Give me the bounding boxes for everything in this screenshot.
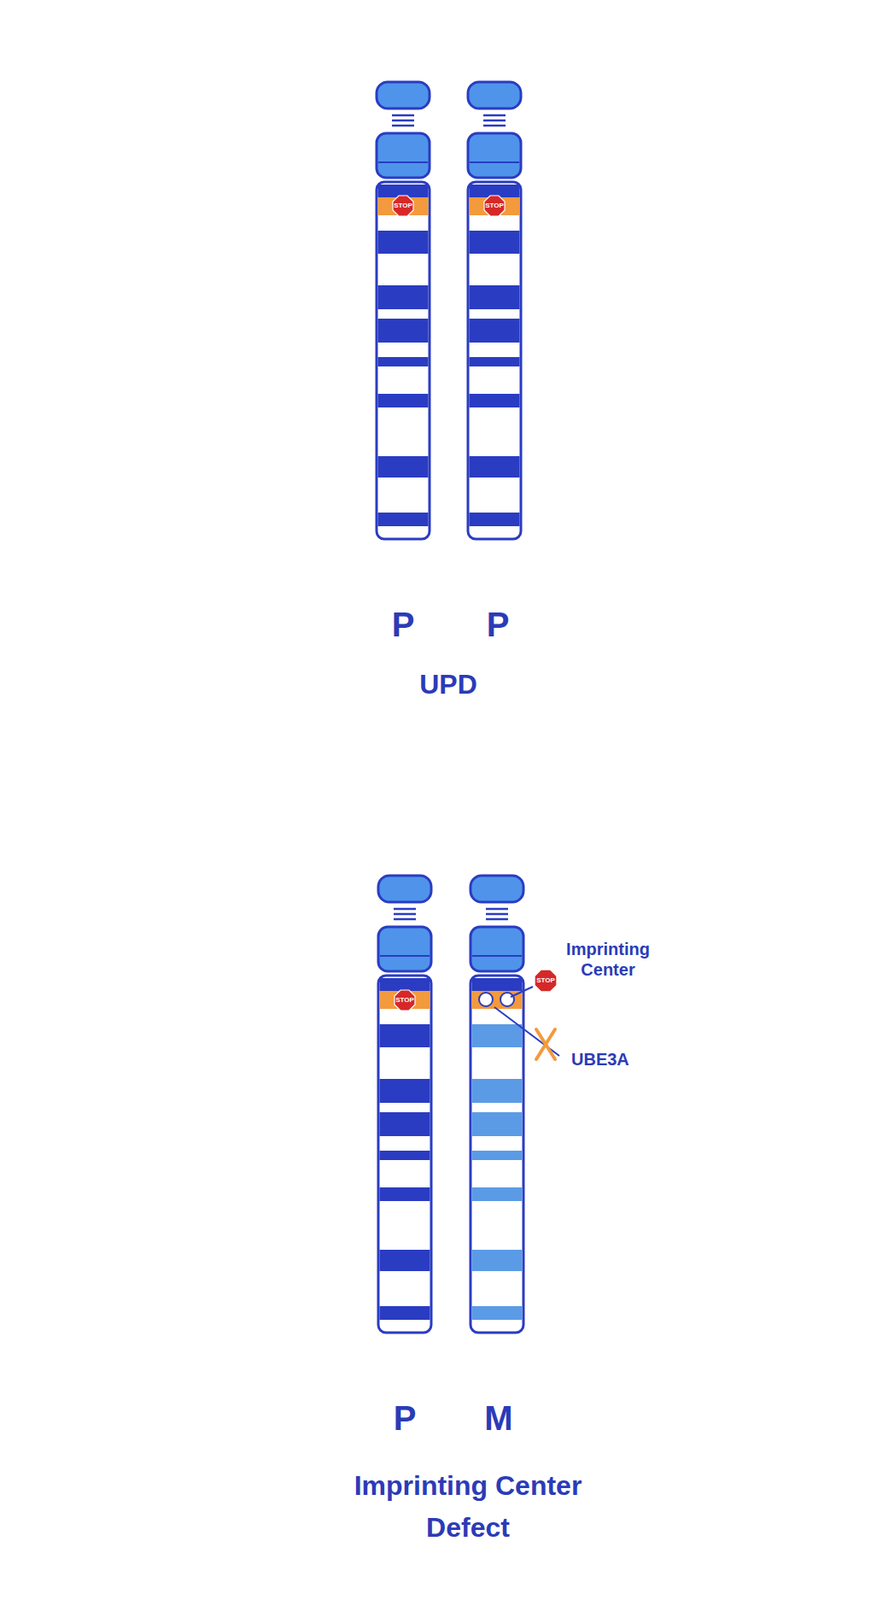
stop-sign: STOP — [532, 967, 559, 994]
stop-text: STOP — [482, 193, 507, 218]
band — [469, 285, 521, 310]
chromosome — [378, 875, 432, 1333]
arm-line — [472, 954, 522, 957]
satellite-stalk — [393, 912, 416, 916]
short-arm — [467, 133, 521, 178]
arm-line — [378, 161, 428, 164]
band — [378, 318, 429, 343]
satellite-stalk — [391, 114, 415, 117]
band — [378, 230, 429, 254]
parent-label: P — [393, 1397, 417, 1438]
satellite-stalk — [391, 119, 415, 123]
stop-sign: STOP — [391, 193, 416, 218]
satellite-stalk — [485, 912, 509, 916]
stop-text: STOP — [391, 193, 416, 218]
band — [378, 455, 429, 478]
satellite-stalk — [483, 119, 506, 123]
parent-label: M — [484, 1397, 513, 1438]
band — [472, 1249, 523, 1271]
band — [472, 1150, 523, 1160]
chromosome-cap — [376, 81, 430, 109]
long-arm — [467, 181, 521, 539]
satellite-stalk — [483, 124, 506, 128]
band — [469, 356, 521, 367]
band — [469, 393, 521, 408]
band — [379, 1249, 431, 1271]
band — [472, 1305, 523, 1320]
band — [378, 285, 429, 310]
leader-line — [510, 986, 533, 997]
band — [379, 1186, 431, 1201]
stop-text: STOP — [532, 967, 559, 994]
stop-sign: STOP — [482, 193, 507, 218]
ube3a-gene — [500, 992, 515, 1006]
band — [469, 318, 521, 343]
imprinting-band — [472, 990, 523, 1009]
satellite-stalk — [485, 917, 509, 921]
band — [379, 1150, 431, 1160]
parent-label: P — [391, 604, 416, 644]
band — [378, 393, 429, 408]
band — [379, 977, 431, 991]
arm-line — [379, 954, 430, 957]
ube3a-gene — [479, 992, 493, 1006]
satellite-stalk — [483, 114, 506, 117]
short-arm — [376, 133, 430, 178]
band — [469, 455, 521, 478]
stop-sign: STOP — [392, 987, 417, 1012]
stop-text: STOP — [392, 987, 417, 1012]
satellite-stalk — [485, 907, 509, 911]
arm-line — [469, 161, 520, 164]
band — [472, 977, 523, 991]
chromosome — [376, 81, 430, 539]
callout-label: Imprinting Center — [556, 938, 660, 980]
band — [378, 356, 429, 367]
deletion-mark — [536, 1028, 556, 1059]
satellite-stalk — [391, 124, 415, 128]
chromosome-cap — [470, 875, 524, 902]
short-arm — [378, 926, 432, 971]
parent-label: P — [486, 604, 510, 644]
band — [378, 512, 429, 527]
band — [472, 1111, 523, 1136]
satellite-stalk — [393, 907, 416, 911]
band — [472, 1186, 523, 1201]
panel-title: UPD — [419, 668, 478, 701]
band — [379, 1305, 431, 1320]
panel-title: Imprinting Center Defect — [331, 1464, 605, 1549]
chromosome — [467, 81, 521, 539]
long-arm — [378, 975, 432, 1333]
short-arm — [470, 926, 524, 971]
callout-label: UBE3A — [571, 1049, 630, 1070]
chromosome-cap — [467, 81, 521, 109]
chromosome-cap — [378, 875, 432, 902]
band — [379, 1078, 431, 1103]
band — [472, 1078, 523, 1103]
satellite-stalk — [393, 917, 416, 921]
band — [379, 1023, 431, 1047]
band — [379, 1111, 431, 1136]
band — [472, 1023, 523, 1047]
long-arm — [470, 975, 524, 1333]
band — [469, 230, 521, 254]
long-arm — [376, 181, 430, 539]
band — [469, 512, 521, 527]
chromosome — [470, 875, 524, 1333]
